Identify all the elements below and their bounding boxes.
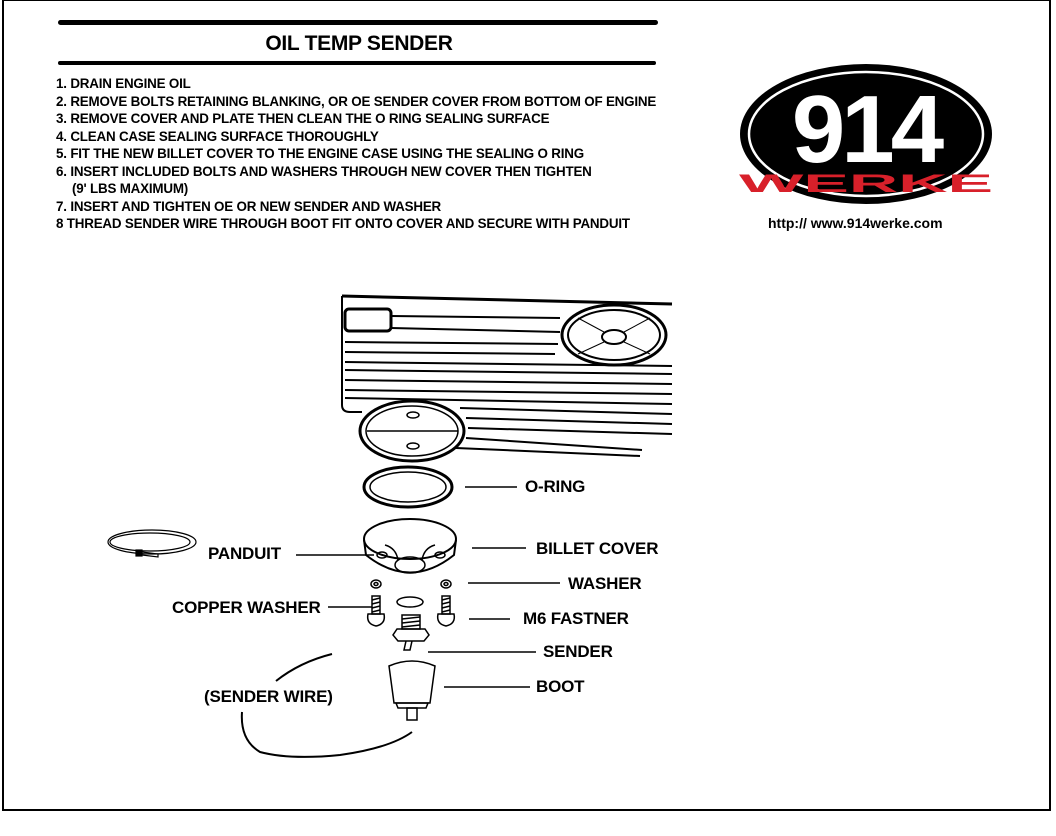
step-1: 1. DRAIN ENGINE OIL: [56, 76, 191, 91]
step-4: 4. CLEAN CASE SEALING SURFACE THOROUGHLY: [56, 128, 379, 144]
label-copper-washer: COPPER WASHER: [172, 598, 321, 617]
title-rule-bottom: [58, 61, 656, 65]
step-6-continuation: (9' LBS MAXIMUM): [72, 181, 189, 196]
step-5: 5. FIT THE NEW BILLET COVER TO THE ENGIN…: [56, 146, 584, 161]
label-o-ring: O-RING: [525, 477, 586, 496]
label-sender-wire: (SENDER WIRE): [204, 687, 333, 706]
website-link[interactable]: http:// www.914werke.com: [768, 215, 943, 231]
copper-washer-part: [396, 596, 424, 608]
sender-part: [392, 614, 430, 651]
logo-word: WERKE: [739, 169, 993, 197]
logo-oval: [740, 64, 992, 204]
sender-wire-path: [240, 711, 413, 758]
page-title: OIL TEMP SENDER: [265, 32, 453, 55]
instruction-list: 1. DRAIN ENGINE OIL 2. REMOVE BOLTS RETA…: [56, 75, 656, 233]
logo-number: 914: [792, 76, 944, 183]
label-sender: SENDER: [543, 642, 613, 661]
engine-case: [341, 294, 673, 457]
step-3: 3. REMOVE COVER AND PLATE THEN CLEAN THE…: [56, 111, 550, 126]
step-2: 2. REMOVE BOLTS RETAINING BLANKING, OR O…: [56, 93, 657, 109]
title-rule-top: [58, 20, 658, 25]
m6-fastener-parts: [366, 595, 456, 627]
sender-wire-upper: [275, 653, 333, 682]
leader-lines: [296, 486, 560, 688]
blanking-plate: [358, 399, 466, 463]
step-8: 8 THREAD SENDER WIRE THROUGH BOOT FIT ON…: [56, 216, 630, 231]
panduit-part: [107, 529, 197, 558]
label-billet-cover: BILLET COVER: [536, 539, 659, 558]
step-6: 6. INSERT INCLUDED BOLTS AND WASHERS THR…: [56, 163, 656, 198]
label-m6-fastner: M6 FASTNER: [523, 609, 629, 628]
label-boot: BOOT: [536, 677, 585, 696]
logo-oval-ring: [747, 70, 985, 198]
914-werke-logo: 914 WERKE: [739, 64, 993, 204]
boot-part: [388, 660, 436, 721]
o-ring-part: [362, 465, 454, 509]
washer-parts: [370, 579, 452, 589]
label-panduit: PANDUIT: [208, 544, 281, 563]
page-border: [2, 0, 1051, 811]
step-7: 7. INSERT AND TIGHTEN OE OR NEW SENDER A…: [56, 198, 442, 214]
billet-cover-part: [363, 518, 457, 574]
label-washer: WASHER: [568, 574, 642, 593]
